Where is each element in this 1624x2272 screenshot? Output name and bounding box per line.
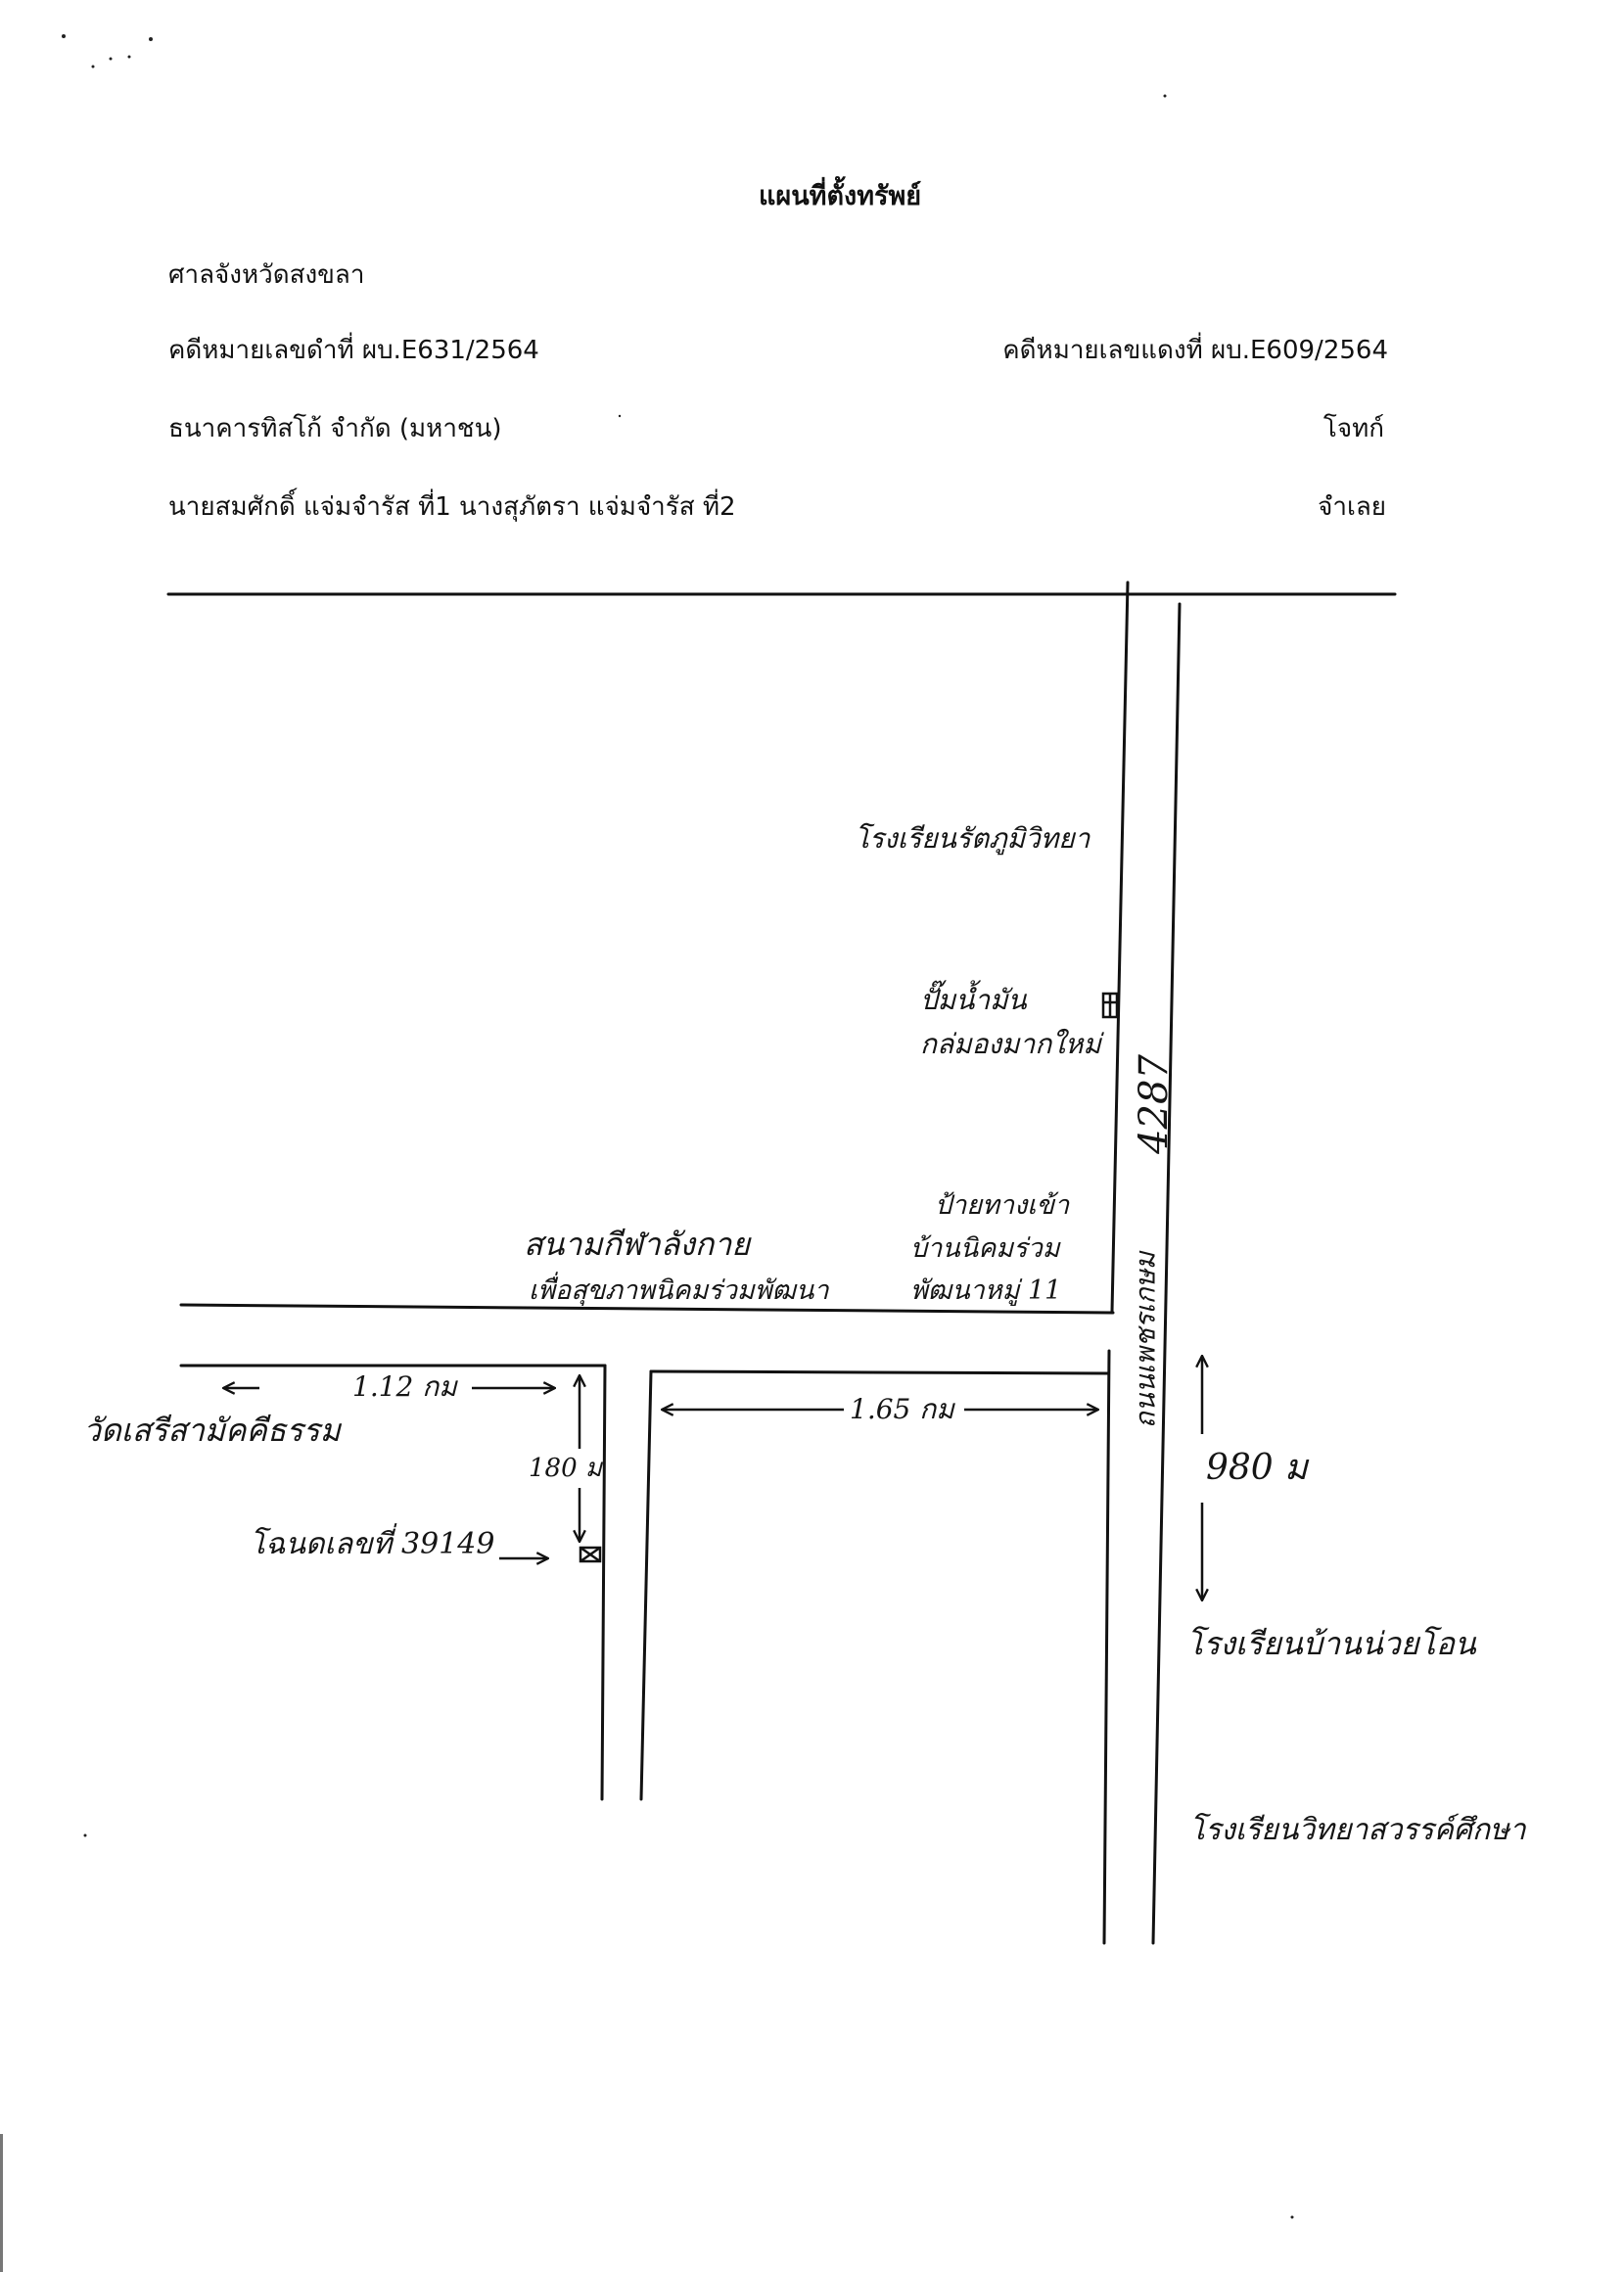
defendant-role: จำเลย	[1318, 492, 1386, 522]
highway-right-edge	[1151, 602, 1182, 1945]
school-north-label: โรงเรียนรัตภูมิวิทยา	[855, 822, 1090, 855]
temple-label: วัดเสรีสามัคคีธรรม	[83, 1412, 341, 1449]
village-sign-line1: ป้ายทางเข้า	[935, 1190, 1070, 1221]
court-name: ศาลจังหวัดสงขลา	[168, 260, 365, 290]
property-marker-icon	[579, 1546, 602, 1563]
page-title: แผนที่ตั้งทรัพย์	[759, 181, 922, 211]
gas-pump-icon	[1101, 992, 1119, 1019]
distance-south-label: 180 ม	[529, 1454, 603, 1483]
side-road-north-edge	[179, 1303, 1115, 1315]
plaintiff-name: ธนาคารทิสโก้ จำกัด (มหาชน)	[168, 414, 502, 443]
hall-label-line1: สนามกีฬาลังกาย	[524, 1226, 751, 1263]
red-case-number: คดีหมายเลขแดงที่ ผบ.E609/2564	[1002, 336, 1388, 365]
school-south-label: โรงเรียนบ้านน่วยโอน	[1186, 1625, 1476, 1662]
highway-left-edge	[1110, 580, 1130, 1314]
distance-west-label: 1.12 กม	[352, 1370, 457, 1403]
village-sign-line3: พัฒนาหมู่ 11	[910, 1275, 1062, 1306]
gas-station-label-line1: ปั๊มน้ำมัน	[920, 984, 1027, 1016]
black-case-number: คดีหมายเลขดำที่ ผบ.E631/2564	[168, 336, 539, 365]
village-sign-line2: บ้านนิคมร่วม	[910, 1233, 1060, 1264]
highway-left-edge-lower	[1102, 1349, 1111, 1945]
gas-station-label-line2: กล่มองมากใหม่	[920, 1028, 1101, 1060]
school-bottom-label: โรงเรียนวิทยาสวรรค์ศึกษา	[1189, 1813, 1526, 1847]
hall-label-line2: เพื่อสุขภาพนิคมร่วมพัฒนา	[529, 1275, 829, 1306]
lane-east-edge	[639, 1369, 653, 1801]
defendant-names: นายสมศักดิ์ แจ่มจำรัส ที่1 นางสุภัตรา แจ…	[168, 492, 736, 522]
lane-west-edge	[600, 1364, 607, 1801]
plaintiff-role: โจทก์	[1322, 414, 1384, 443]
side-road-south-edge-east	[649, 1369, 1110, 1375]
distance-east-label: 1.65 กม	[850, 1393, 954, 1425]
distance-highway-label: 980 ม	[1206, 1448, 1308, 1488]
deed-number-label: โฉนดเลขที่ 39149	[250, 1527, 495, 1561]
